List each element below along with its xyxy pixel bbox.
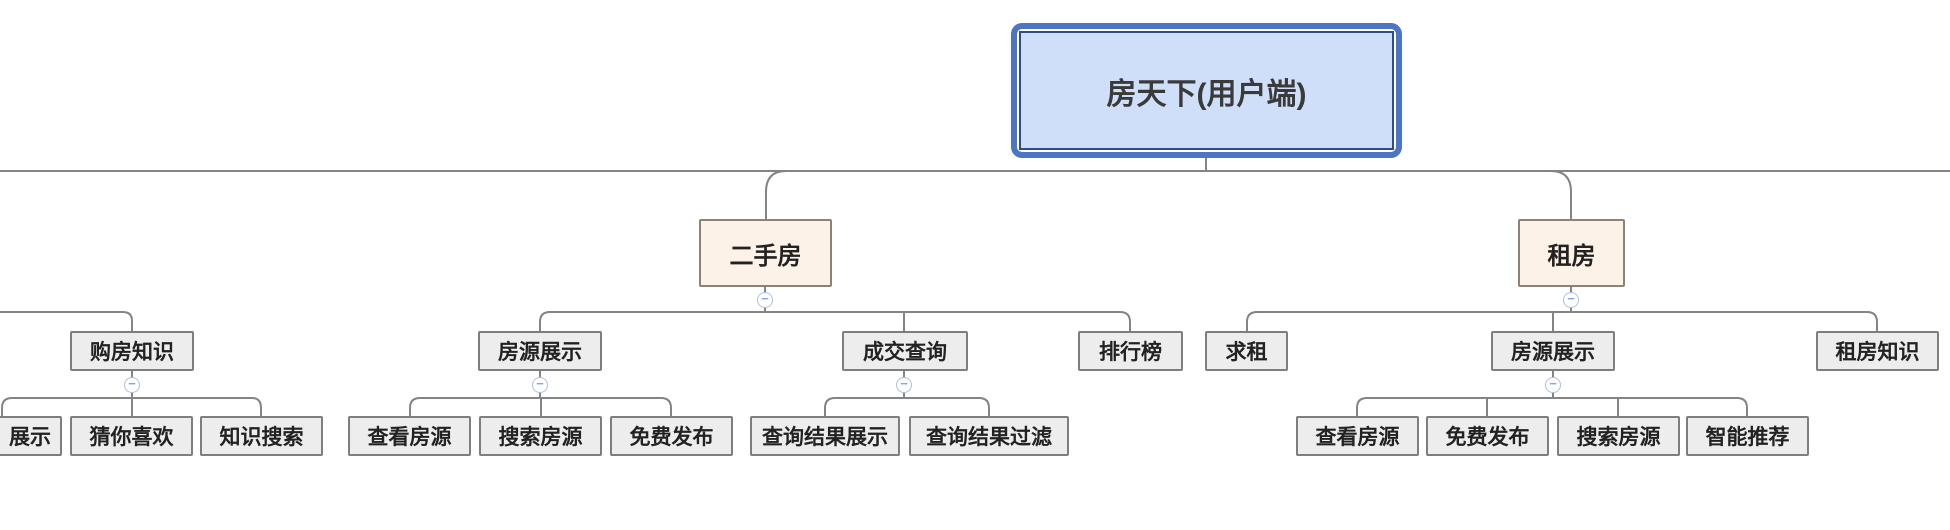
topic-label: 成交查询 [863,341,947,364]
collapse-icon[interactable]: − [1545,377,1561,393]
topic-label: 求租 [1225,341,1268,364]
topic-label: 猜你喜欢 [89,426,174,449]
topic-transaction-query[interactable]: 成交查询 [842,331,968,371]
topic-label: 查询结果展示 [762,426,888,449]
topic-renting[interactable]: 租房 [1518,219,1625,287]
topic-label: 知识搜索 [219,426,304,449]
collapse-icon[interactable]: − [757,292,773,308]
topic-label: 房源展示 [1511,341,1595,364]
topic-label: 搜索房源 [1576,426,1661,449]
topic-label: 排行榜 [1099,341,1162,364]
topic-ranking[interactable]: 排行榜 [1078,331,1183,371]
topic-search-listings-secondhand[interactable]: 搜索房源 [479,416,602,456]
topic-label: 购房知识 [90,341,174,364]
topic-label: 房源展示 [498,341,582,364]
topic-knowledge-search[interactable]: 知识搜索 [200,416,323,456]
topic-label: 展示 [9,426,51,449]
topic-label: 免费发布 [1445,426,1530,449]
root-node-box: 房天下(用户端) [1019,31,1394,150]
root-node-label: 房天下(用户端) [1106,77,1307,111]
topic-label: 二手房 [729,242,802,270]
topic-renting-knowledge[interactable]: 租房知识 [1816,331,1939,371]
collapse-icon[interactable]: − [532,377,548,393]
topic-label: 查询结果过滤 [926,426,1052,449]
topic-listing-display-rent[interactable]: 房源展示 [1491,331,1615,371]
topic-smart-recommendation[interactable]: 智能推荐 [1686,416,1809,456]
topic-label: 智能推荐 [1705,426,1790,449]
topic-secondhand-house[interactable]: 二手房 [699,219,832,287]
topic-free-posting-rent[interactable]: 免费发布 [1426,416,1549,456]
topic-display-clipped[interactable]: 展示 [0,416,62,456]
collapse-icon[interactable]: − [896,377,912,393]
topic-label: 查看房源 [1315,426,1400,449]
topic-query-result-filter[interactable]: 查询结果过滤 [909,416,1069,456]
topic-label: 搜索房源 [498,426,583,449]
topic-search-listings-rent[interactable]: 搜索房源 [1557,416,1680,456]
collapse-icon[interactable]: − [1563,292,1579,308]
topic-buying-knowledge[interactable]: 购房知识 [70,331,194,371]
topic-label: 租房知识 [1835,341,1920,364]
root-node[interactable]: 房天下(用户端) [1011,23,1402,158]
topic-free-posting-secondhand[interactable]: 免费发布 [610,416,733,456]
topic-label: 租房 [1547,242,1596,270]
topic-view-listings-rent[interactable]: 查看房源 [1296,416,1419,456]
topic-view-listings-secondhand[interactable]: 查看房源 [348,416,471,456]
topic-listing-display-secondhand[interactable]: 房源展示 [478,331,602,371]
topic-guess-you-like[interactable]: 猜你喜欢 [70,416,193,456]
topic-query-result-display[interactable]: 查询结果展示 [750,416,900,456]
collapse-icon[interactable]: − [124,377,140,393]
topic-rent-seeking[interactable]: 求租 [1205,331,1288,371]
topic-label: 查看房源 [367,426,452,449]
topic-label: 免费发布 [629,426,714,449]
